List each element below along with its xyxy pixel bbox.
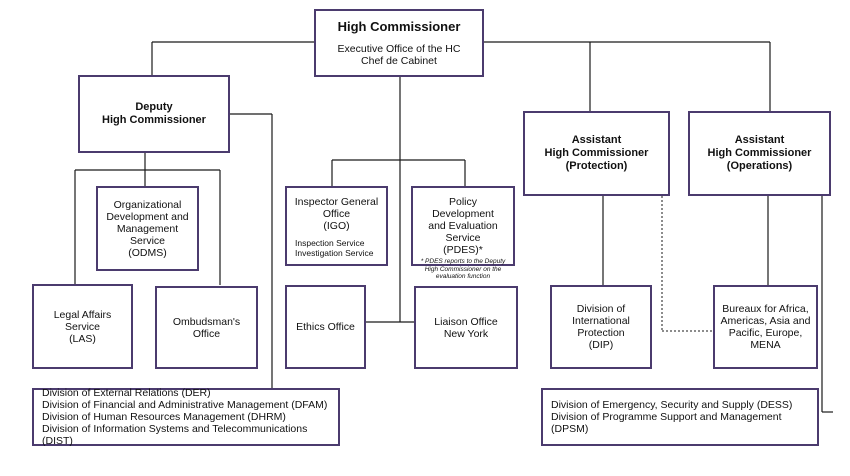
igo-box: Inspector General Office (IGO) Inspectio… [285, 186, 388, 266]
las-box: Legal Affairs Service (LAS) [32, 284, 133, 369]
division-line: Division of Programme Support and Manage… [551, 411, 782, 435]
division-line: Division of Human Resources Management (… [42, 411, 286, 423]
pdes-box: Policy Development and Evaluation Servic… [411, 186, 515, 280]
ahc-protection-box: Assistant High Commissioner (Protection) [523, 111, 670, 196]
ombudsman-box: Ombudsman's Office [155, 286, 258, 369]
high-commissioner-box: High Commissioner Executive Office of th… [314, 9, 484, 77]
dip-box: Division of International Protection (DI… [550, 285, 652, 369]
executive-office-label: Executive Office of the HC Chef de Cabin… [337, 43, 461, 67]
bureaux-label: Bureaux for Africa, Americas, Asia and P… [720, 303, 811, 351]
ahc-protection-title: Assistant High Commissioner (Protection) [544, 134, 649, 172]
liaison-office-box: Liaison Office New York [414, 286, 518, 369]
dip-label: Division of International Protection (DI… [572, 303, 630, 351]
divisions-left-box: Division of External Relations (DER) Div… [32, 387, 340, 447]
liaison-office-label: Liaison Office New York [434, 315, 498, 340]
igo-title: Inspector General Office (IGO) [294, 196, 379, 232]
ahc-operations-title: Assistant High Commissioner (Operations) [707, 134, 812, 172]
division-line: Division of External Relations (DER) [42, 387, 211, 399]
ethics-office-label: Ethics Office [296, 321, 355, 333]
pdes-title: Policy Development and Evaluation Servic… [428, 196, 498, 256]
las-label: Legal Affairs Service (LAS) [53, 308, 112, 345]
odms-box: Organizational Development and Managemen… [96, 186, 199, 271]
ombudsman-label: Ombudsman's Office [172, 315, 241, 340]
odms-label: Organizational Development and Managemen… [106, 198, 189, 259]
division-line: Division of Financial and Administrative… [42, 399, 328, 411]
deputy-high-commissioner-box: Deputy High Commissioner [78, 75, 230, 153]
pdes-footnote: * PDES reports to the Deputy High Commis… [420, 258, 506, 280]
high-commissioner-title: High Commissioner [337, 19, 461, 34]
deputy-title: Deputy High Commissioner [102, 101, 206, 126]
ethics-office-box: Ethics Office [285, 285, 366, 369]
division-line: Division of Information Systems and Tele… [42, 423, 308, 447]
igo-detail: Inspection Service Investigation Service [295, 238, 374, 258]
ahc-operations-box: Assistant High Commissioner (Operations) [688, 111, 831, 196]
bureaux-box: Bureaux for Africa, Americas, Asia and P… [713, 285, 818, 369]
division-line: Division of Emergency, Security and Supp… [551, 399, 793, 411]
divisions-right-box: Division of Emergency, Security and Supp… [541, 388, 819, 446]
